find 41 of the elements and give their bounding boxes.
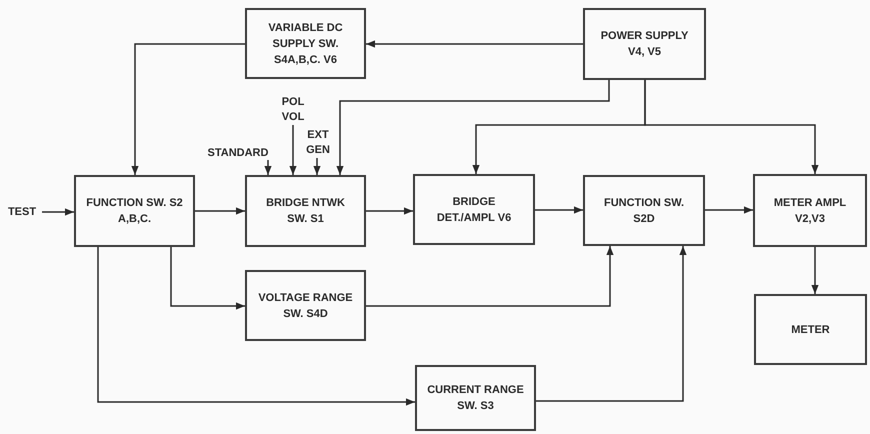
- process-box: [754, 294, 867, 365]
- arrow: [97, 247, 415, 406]
- arrow: [336, 80, 610, 175]
- box-label: FUNCTION SW. S2D: [602, 196, 686, 226]
- arrow: [644, 80, 819, 174]
- process-box: [74, 175, 195, 247]
- process-box: [245, 8, 366, 79]
- process-box: [753, 174, 867, 247]
- arrow: [42, 208, 74, 216]
- box-label: METER: [791, 322, 830, 338]
- arrow: [264, 160, 272, 175]
- process-box: [415, 365, 536, 431]
- process-box: [583, 175, 705, 246]
- box-label: VARIABLE DC SUPPLY SW. S4A,B,C. V6: [267, 20, 344, 68]
- process-box: [245, 270, 366, 341]
- box-label: BRIDGE DET./AMPL V6: [436, 194, 512, 226]
- arrow: [289, 125, 297, 175]
- arrow: [131, 43, 245, 175]
- box-label: FUNCTION SW. S2 A,B,C.: [85, 196, 184, 227]
- text-label: TEST: [2, 205, 42, 219]
- arrow: [313, 158, 321, 175]
- arrow: [705, 206, 753, 214]
- text-label: POL VOL: [271, 95, 315, 125]
- arrow: [170, 247, 245, 310]
- box-label: METER AMPL V2,V3: [772, 196, 848, 226]
- box-label: BRIDGE NTWK SW. S1: [265, 196, 346, 227]
- process-box: [245, 175, 366, 247]
- process-box: [583, 8, 706, 80]
- text-label: STANDARD: [196, 146, 280, 160]
- arrow: [535, 206, 583, 214]
- arrow: [811, 247, 819, 294]
- arrow: [195, 207, 245, 215]
- arrow: [366, 40, 583, 48]
- box-label: VOLTAGE RANGE SW. S4D: [257, 290, 354, 322]
- arrow: [536, 246, 687, 402]
- arrow: [366, 246, 614, 307]
- arrow: [366, 207, 413, 215]
- box-label: POWER SUPPLY V4, V5: [600, 29, 690, 60]
- text-label: EXT GEN: [300, 128, 336, 158]
- process-box: [413, 174, 535, 245]
- box-label: CURRENT RANGE SW. S3: [426, 383, 525, 414]
